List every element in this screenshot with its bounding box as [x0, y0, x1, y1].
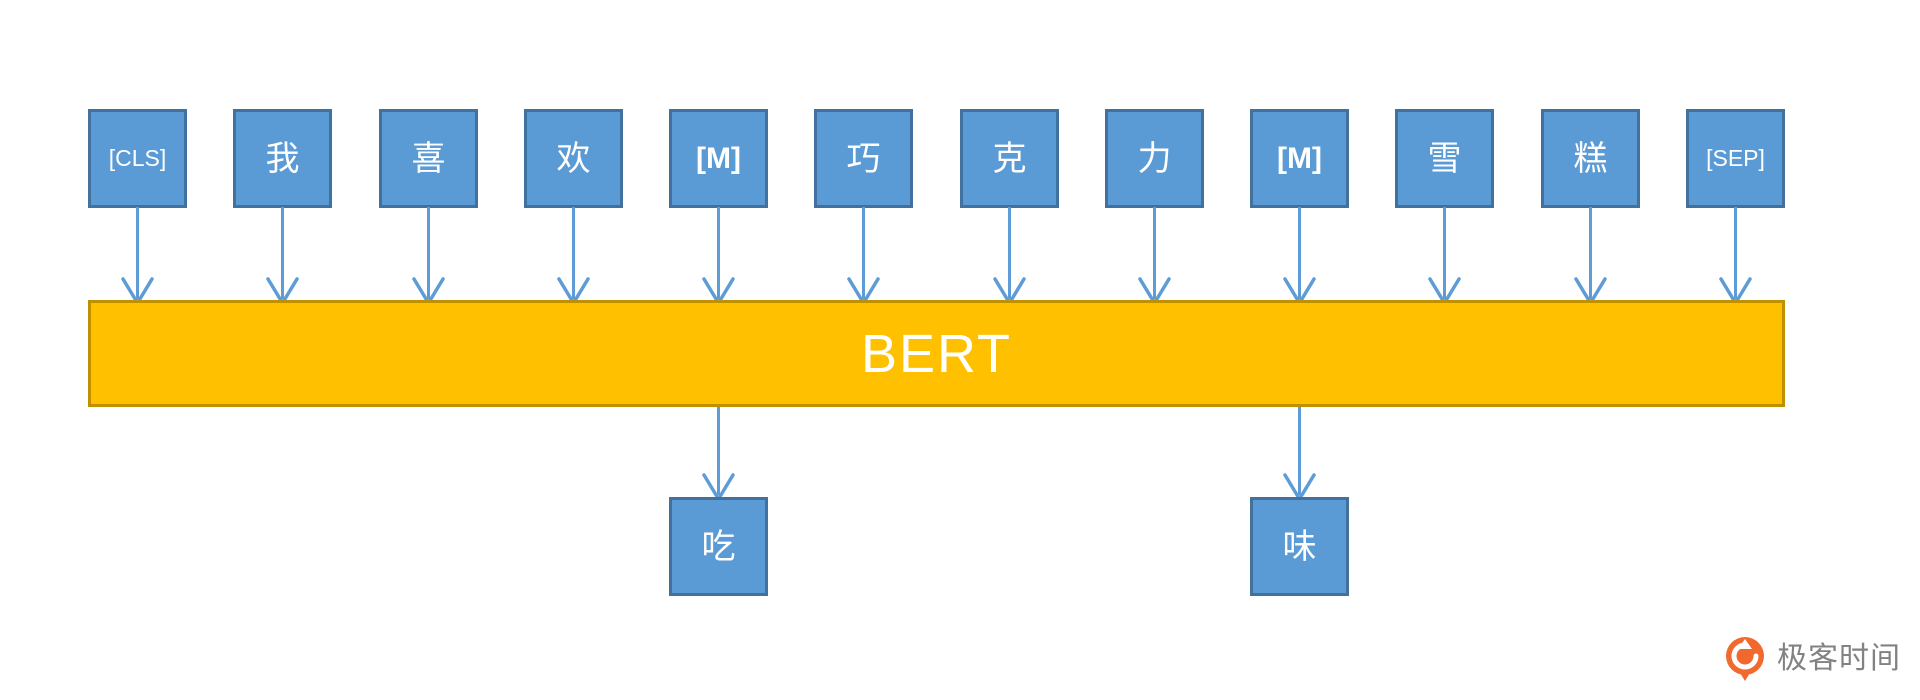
input-token-mask-1: [M] [669, 109, 768, 208]
input-token-5: 巧 [814, 109, 913, 208]
input-token-label: 糕 [1573, 139, 1608, 178]
input-token-10: 糕 [1541, 109, 1640, 208]
geektime-logo: 极客时间 [1721, 636, 1901, 682]
input-token-sep: [SEP] [1686, 109, 1785, 208]
output-token-2: 味 [1250, 497, 1349, 596]
input-token-label: 巧 [846, 139, 881, 178]
input-token-9: 雪 [1395, 109, 1494, 208]
bert-model-bar: BERT [88, 300, 1785, 407]
input-token-label: 欢 [556, 139, 591, 178]
down-arrow-icon [1574, 207, 1607, 305]
down-arrow-icon [1283, 407, 1316, 501]
output-token-1: 吃 [669, 497, 768, 596]
input-token-3: 欢 [524, 109, 623, 208]
input-token-cls: [CLS] [88, 109, 187, 208]
down-arrow-icon [1283, 207, 1316, 305]
input-token-label: 喜 [411, 139, 446, 178]
down-arrow-icon [702, 207, 735, 305]
down-arrow-icon [266, 207, 299, 305]
bert-model-label: BERT [860, 323, 1013, 384]
output-token-label: 吃 [701, 527, 736, 566]
output-token-label: 味 [1282, 527, 1317, 566]
down-arrow-icon [557, 207, 590, 305]
down-arrow-icon [121, 207, 154, 305]
input-token-label: [CLS] [108, 145, 167, 171]
input-token-6: 克 [960, 109, 1059, 208]
down-arrow-icon [993, 207, 1026, 305]
input-token-2: 喜 [379, 109, 478, 208]
down-arrow-icon [412, 207, 445, 305]
input-token-label: 力 [1137, 139, 1172, 178]
input-token-label: 雪 [1427, 139, 1462, 178]
input-token-label: 克 [992, 139, 1027, 178]
input-token-mask-2: [M] [1250, 109, 1349, 208]
input-token-label: 我 [265, 139, 300, 178]
down-arrow-icon [702, 407, 735, 501]
input-token-label: [M] [1277, 141, 1322, 175]
input-token-1: 我 [233, 109, 332, 208]
down-arrow-icon [1138, 207, 1171, 305]
geektime-logo-text: 极客时间 [1777, 642, 1901, 675]
down-arrow-icon [847, 207, 880, 305]
down-arrow-icon [1428, 207, 1461, 305]
input-token-label: [SEP] [1706, 145, 1765, 171]
geektime-logo-icon [1726, 637, 1764, 681]
input-token-label: [M] [696, 141, 741, 175]
down-arrow-icon [1719, 207, 1752, 305]
input-token-7: 力 [1105, 109, 1204, 208]
